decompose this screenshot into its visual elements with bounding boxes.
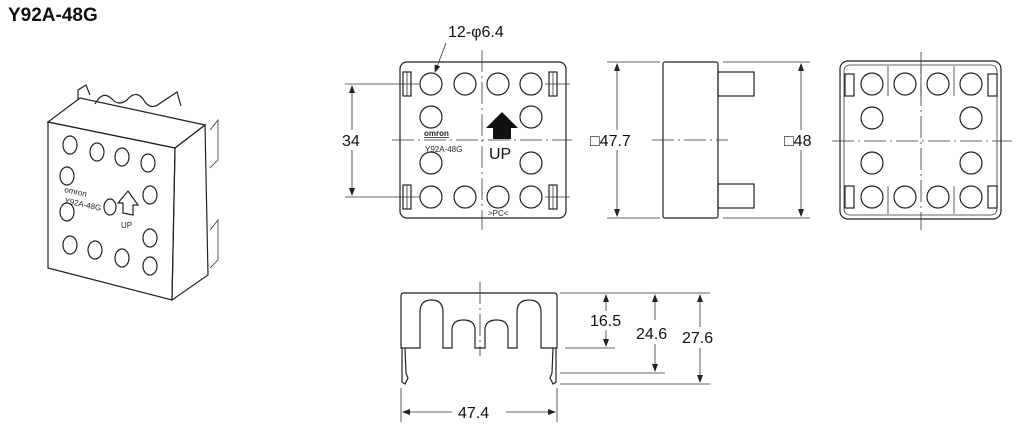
side-height-dimension: □47.7	[590, 133, 631, 150]
isometric-model: Y92A-48G	[64, 196, 102, 213]
isometric-holes	[59, 135, 158, 276]
bottom-dim-1: 16.5	[590, 313, 621, 330]
bottom-dim-3: 27.6	[682, 330, 713, 347]
front-model: Y92A-48G	[425, 145, 462, 154]
material-mark: >PC<	[488, 209, 509, 218]
up-label: UP	[489, 146, 511, 163]
bottom-width-dimension: 47.4	[458, 405, 489, 422]
side-view: □47.7	[588, 61, 755, 219]
isometric-up-label: UP	[121, 221, 132, 230]
rear-view: □48	[723, 52, 1012, 230]
isometric-up-arrow-icon	[116, 190, 140, 216]
front-view: 34 12-φ6.4 omron Y92A-48G UP >PC<	[338, 24, 572, 230]
mounting-holes	[419, 72, 543, 209]
clips	[402, 71, 558, 210]
front-brand: omron	[424, 129, 449, 138]
isometric-view: omron Y92A-48G UP	[46, 84, 219, 302]
hole-callout: 12-φ6.4	[448, 24, 504, 41]
up-arrow-icon	[486, 112, 518, 139]
bottom-dim-2: 24.6	[636, 326, 667, 343]
pitch-dimension: 34	[342, 133, 360, 150]
rear-size-dimension: □48	[784, 133, 812, 150]
product-title: Y92A-48G	[8, 5, 98, 26]
bottom-view: 16.5 24.6 27.6 47.4	[400, 282, 713, 422]
